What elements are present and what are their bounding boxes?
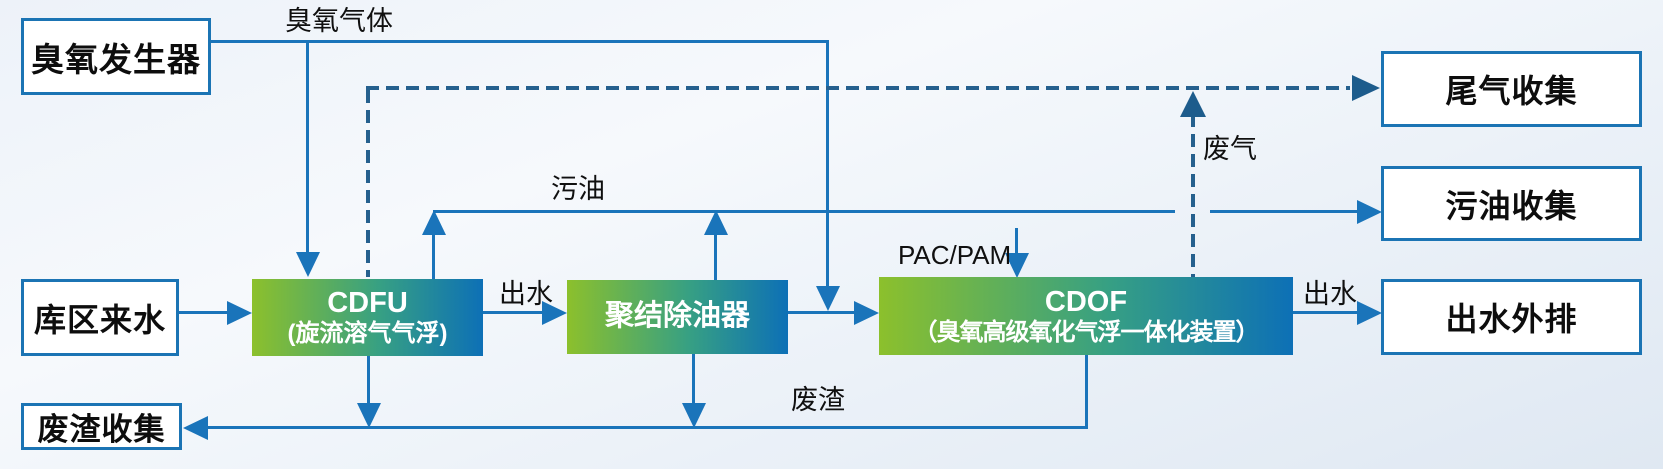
label-effluent-1: 出水 <box>499 279 553 309</box>
arrow-wastegas-up-icon <box>1180 91 1206 117</box>
line-cdof-to-effluent <box>1293 311 1359 314</box>
label-waste-oil: 污油 <box>551 174 605 204</box>
cdfu-subtitle: (旋流溶气气浮) <box>287 320 448 348</box>
dashed-line-tailgas-horizontal <box>366 86 1350 90</box>
line-waste-residue-horizontal <box>206 426 1088 429</box>
line-pacpam-dosing <box>1015 228 1018 258</box>
node-effluent-discharge: 出水外排 <box>1381 279 1642 355</box>
line-waste-oil-horizontal-right <box>1210 210 1357 213</box>
arrow-into-waste-oil-box-icon <box>1357 200 1382 224</box>
line-feedwater-to-cdfu <box>179 311 230 314</box>
line-coalescer-to-cdof <box>788 311 856 314</box>
node-tail-gas-collection: 尾气收集 <box>1381 51 1642 127</box>
arrow-cdfu-oil-up-icon <box>422 210 446 235</box>
line-cdfu-residue-down <box>367 355 370 405</box>
line-ozone-branch-to-cdof <box>826 40 829 290</box>
arrow-ozone-into-cdfu-icon <box>296 252 320 277</box>
line-coalescer-residue-down <box>692 354 695 405</box>
node-feed-water: 库区来水 <box>21 279 179 356</box>
label-pac-pam: PAC/PAM <box>898 240 1012 270</box>
dashed-line-cdfu-tailgas-up <box>366 90 370 277</box>
node-coalescer: 聚结除油器 <box>567 280 788 354</box>
line-ozone-branch-to-cdfu <box>306 40 309 255</box>
line-cdfu-to-coalescer <box>483 311 545 314</box>
cdfu-title: CDFU <box>327 287 408 320</box>
label-waste-gas: 废气 <box>1203 134 1257 164</box>
arrow-cdfu-residue-icon <box>357 403 381 428</box>
arrow-into-coalescer-icon <box>542 301 567 325</box>
line-cdfu-oil-up <box>432 232 435 280</box>
arrow-into-cdof-icon <box>854 301 879 325</box>
arrow-coalescer-oil-up-icon <box>704 210 728 235</box>
label-ozone-gas: 臭氧气体 <box>285 6 393 36</box>
arrow-into-tail-gas-box-icon <box>1352 75 1380 101</box>
line-cdof-residue-down <box>1085 354 1088 429</box>
arrow-ozone-into-cdof-feed-icon <box>816 286 840 311</box>
label-waste-residue: 废渣 <box>791 385 845 415</box>
label-effluent-2: 出水 <box>1303 279 1357 309</box>
line-ozone-gas-horizontal <box>211 40 828 43</box>
cdof-subtitle: （臭氧高级氧化气浮一体化装置） <box>913 318 1260 346</box>
arrow-into-effluent-box-icon <box>1357 301 1382 325</box>
node-cdof: CDOF （臭氧高级氧化气浮一体化装置） <box>879 277 1293 355</box>
cdof-title: CDOF <box>1044 285 1128 318</box>
arrow-pacpam-into-cdof-icon <box>1005 253 1029 278</box>
arrow-feedwater-into-cdfu-icon <box>227 301 252 325</box>
line-coalescer-oil-up <box>714 232 717 280</box>
arrow-coalescer-residue-icon <box>682 403 706 428</box>
dashed-line-cdof-wastegas-up <box>1191 114 1195 277</box>
node-ozone-generator: 臭氧发生器 <box>21 18 211 95</box>
line-waste-oil-horizontal-left <box>433 210 1175 213</box>
node-waste-oil-collection: 污油收集 <box>1381 166 1642 241</box>
node-cdfu: CDFU (旋流溶气气浮) <box>252 279 483 356</box>
node-waste-residue-collection: 废渣收集 <box>21 403 182 450</box>
arrow-into-waste-residue-box-icon <box>183 416 208 440</box>
